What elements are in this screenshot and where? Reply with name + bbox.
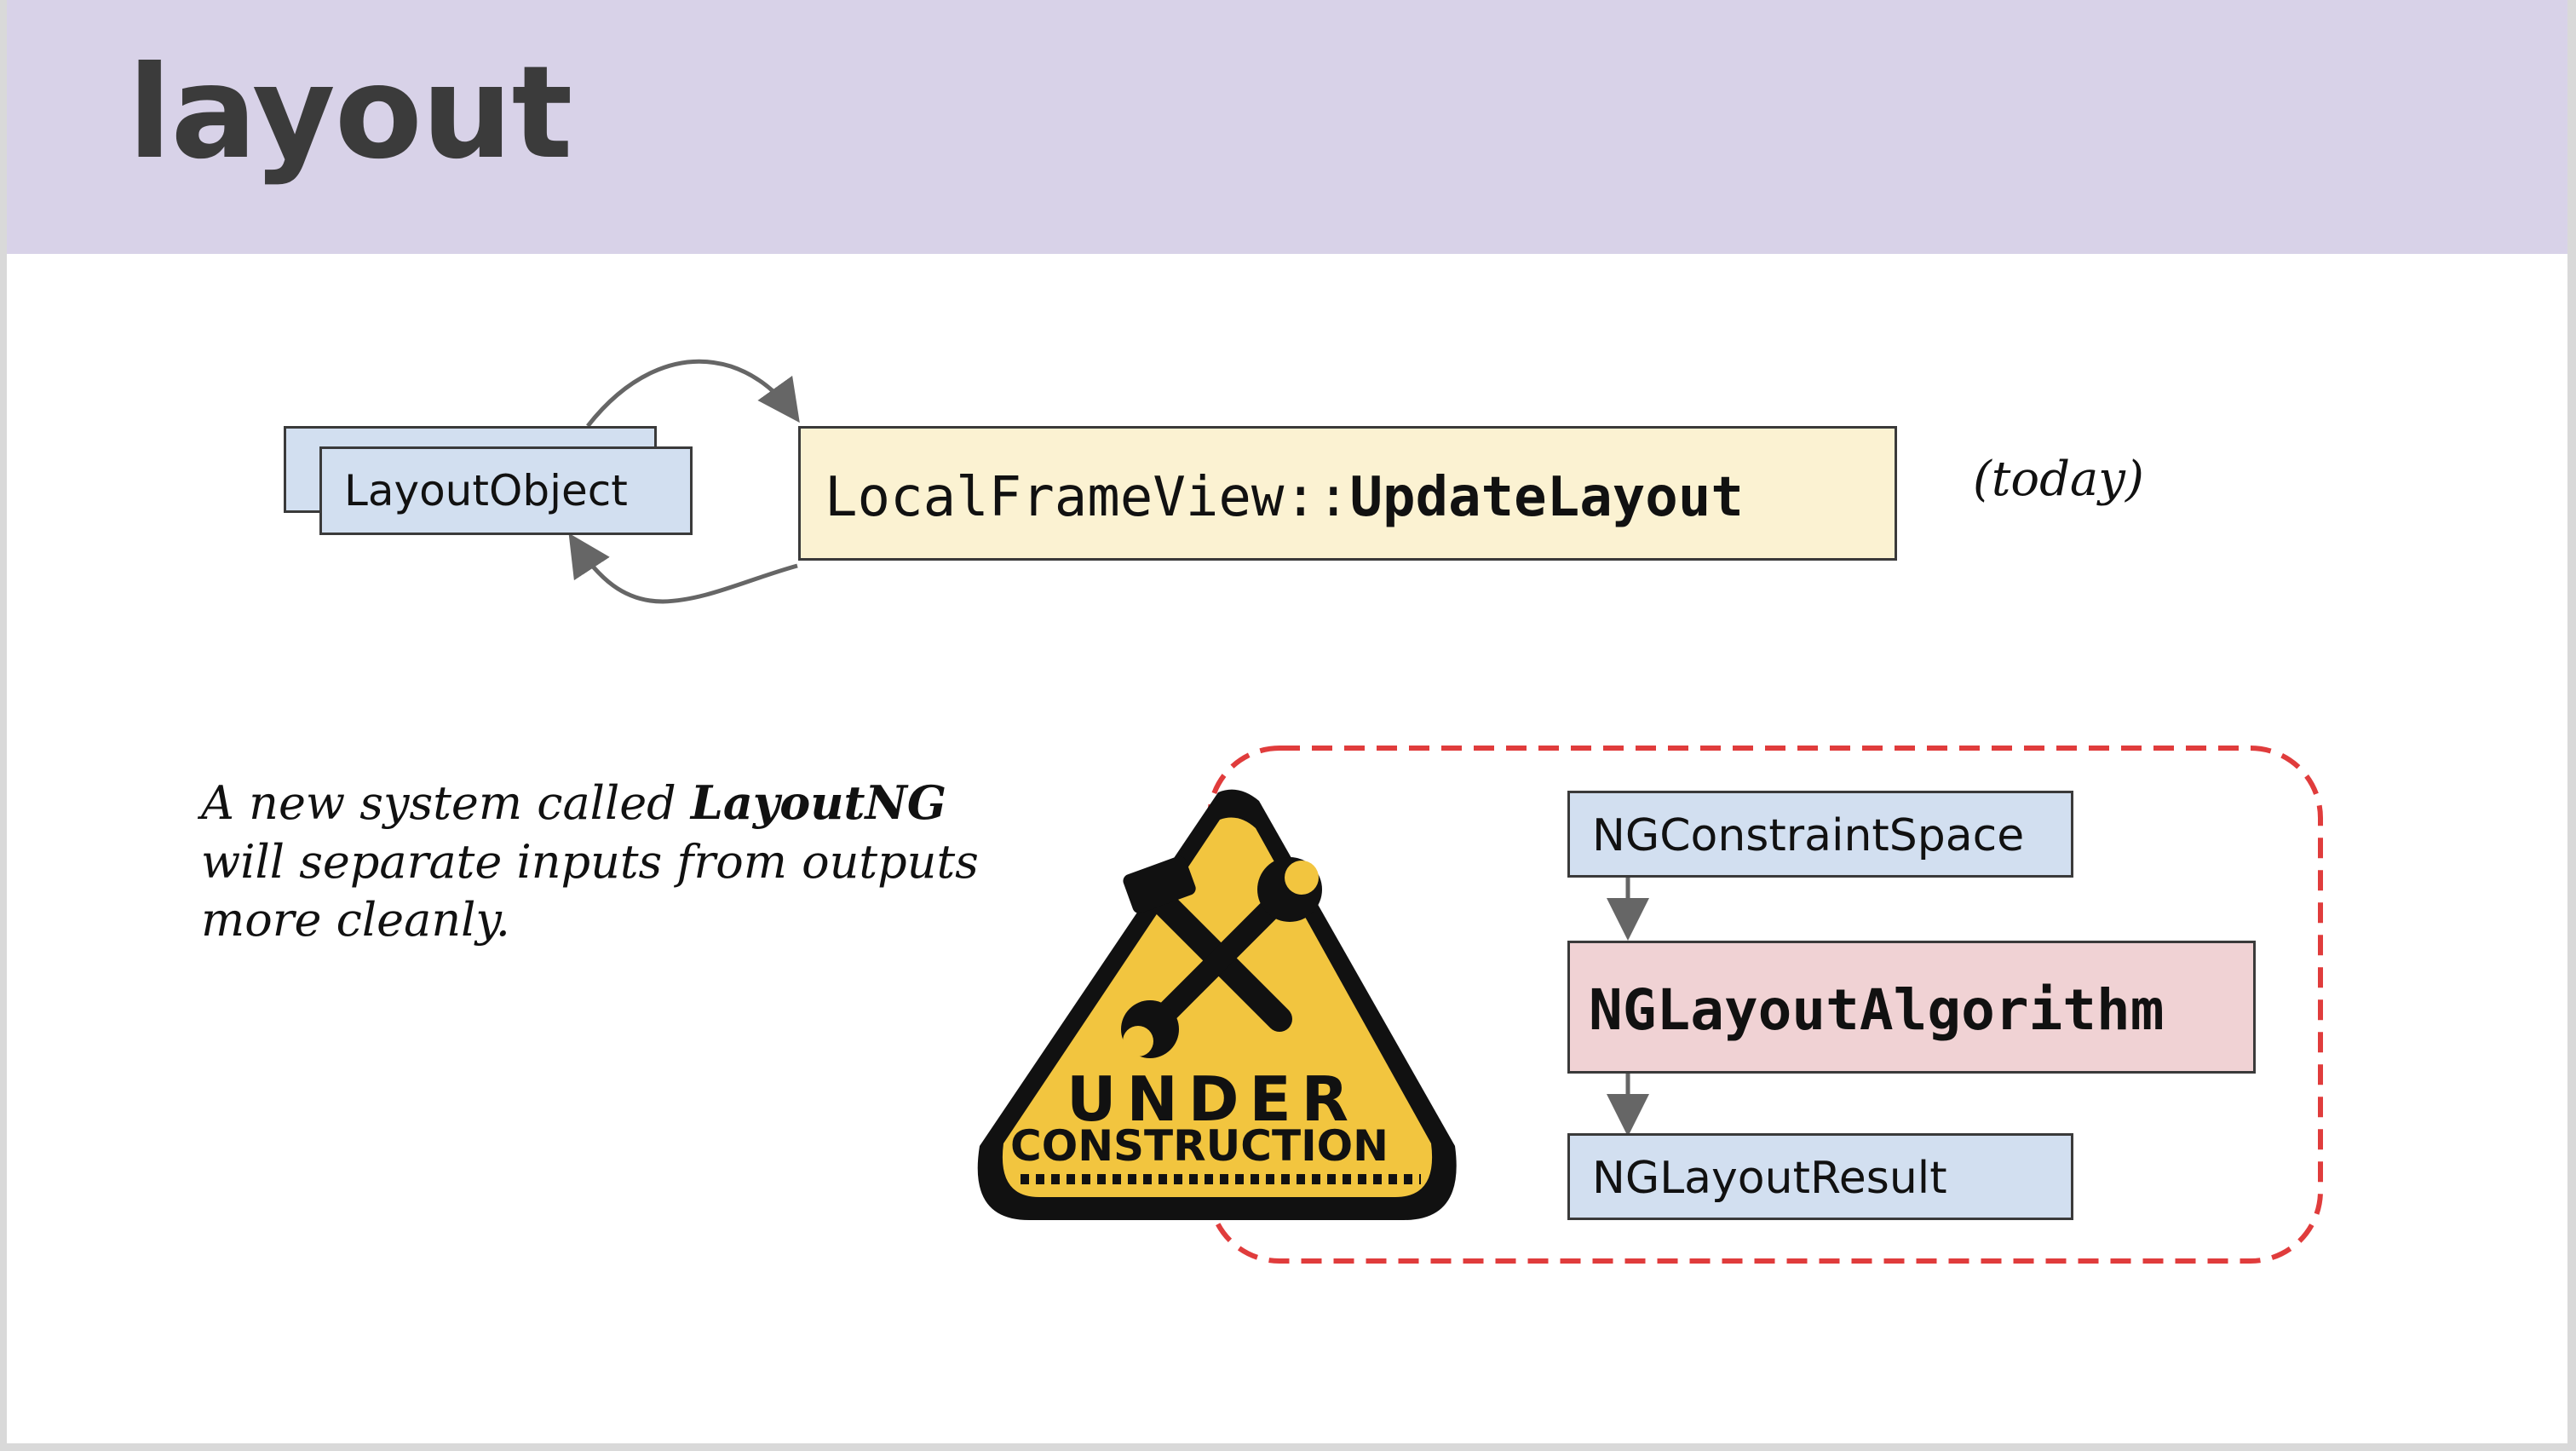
description-prefix: A new system called [201,776,691,830]
description-line-1: A new system called LayoutNG [201,775,946,830]
loop-arrow-to-update [586,359,800,428]
update-layout-box: LocalFrameView::UpdateLayout [798,426,1897,561]
title-band: layout [7,0,2567,254]
description-line-2: will separate inputs from outputs [201,835,979,889]
description-line-3: more cleanly. [201,893,510,947]
ng-layout-algorithm-box: NGLayoutAlgorithm [1567,941,2256,1074]
ng-constraint-space-box: NGConstraintSpace [1567,791,2073,878]
update-layout-method: UpdateLayout [1349,466,1744,529]
hammer-wrench-icon [1121,855,1322,1058]
slide-title: layout [128,39,572,187]
ng-constraint-space-label: NGConstraintSpace [1592,810,2025,861]
update-layout-prefix: LocalFrameView:: [825,466,1350,529]
sign-inner-triangle [1002,817,1433,1197]
layout-object-box: LayoutObject [319,446,693,535]
ng-layout-result-box: NGLayoutResult [1567,1133,2073,1220]
ng-layout-result-label: NGLayoutResult [1592,1153,1947,1204]
slide: layout LayoutObject LocalFrameView::Upda… [7,0,2567,1443]
sign-text-under: UNDER [1067,1063,1360,1135]
sign-text-construction: CONSTRUCTION [1010,1121,1389,1171]
description-layoutng: LayoutNG [690,775,946,830]
today-note: (today) [1973,452,2144,507]
update-layout-text: LocalFrameView::UpdateLayout [825,466,1744,529]
under-construction-sign [977,789,1457,1220]
layout-object-label: LayoutObject [344,466,628,515]
loop-arrow-to-layout-object [568,533,798,604]
ng-layout-algorithm-label: NGLayoutAlgorithm [1589,977,2165,1043]
